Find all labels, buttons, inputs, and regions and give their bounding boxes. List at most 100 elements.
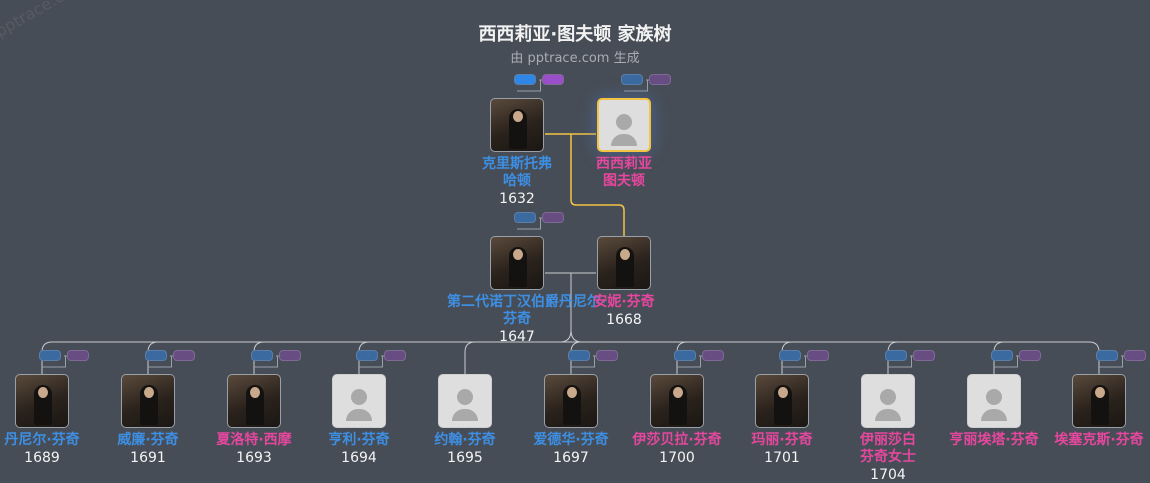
father-toggle-button[interactable] — [39, 350, 61, 361]
parent-toggle-connector — [254, 355, 279, 368]
person-name[interactable]: 第二代诺丁汉伯爵丹尼尔· — [447, 294, 607, 310]
person-card[interactable] — [490, 236, 544, 290]
father-toggle-button[interactable] — [145, 350, 167, 361]
mother-toggle-button[interactable] — [649, 74, 671, 85]
father-toggle-button[interactable] — [514, 212, 536, 223]
person-card[interactable] — [861, 374, 915, 428]
birth-year: 1691 — [130, 450, 166, 466]
person-card[interactable] — [332, 374, 386, 428]
portrait-face — [250, 387, 260, 398]
page-title: 西西莉亚·图夫顿 家族树 — [478, 24, 672, 45]
person-name[interactable]: 亨利·芬奇 — [328, 432, 390, 448]
avatar-placeholder-icon — [351, 389, 367, 405]
father-toggle-button[interactable] — [779, 350, 801, 361]
portrait-face — [513, 111, 523, 122]
portrait-face — [38, 387, 48, 398]
mother-toggle-button[interactable] — [279, 350, 301, 361]
birth-year: 1697 — [553, 450, 589, 466]
person-card[interactable] — [227, 374, 281, 428]
birth-year: 1668 — [606, 312, 642, 328]
selected-path-line — [570, 134, 625, 236]
parent-toggle-connector — [148, 355, 173, 368]
avatar-placeholder-icon — [616, 114, 632, 130]
person-card[interactable] — [967, 374, 1021, 428]
father-toggle-button[interactable] — [568, 350, 590, 361]
person-card[interactable] — [755, 374, 809, 428]
person-name[interactable]: 克里斯托弗 — [482, 156, 552, 172]
parent-toggle-connector — [677, 355, 702, 368]
person-name[interactable]: 埃塞克斯·芬奇 — [1054, 432, 1144, 448]
mother-toggle-button[interactable] — [702, 350, 724, 361]
mother-toggle-button[interactable] — [596, 350, 618, 361]
parent-toggle-connector — [517, 217, 542, 230]
mother-toggle-button[interactable] — [1124, 350, 1146, 361]
avatar-placeholder-body — [875, 409, 901, 421]
birth-year: 1695 — [447, 450, 483, 466]
avatar-placeholder-body — [452, 409, 478, 421]
person-name[interactable]: 伊莎贝拉·芬奇 — [632, 432, 722, 448]
portrait-face — [778, 387, 788, 398]
mother-toggle-button[interactable] — [542, 212, 564, 223]
parent-toggle-connector — [571, 355, 596, 368]
birth-year: 1701 — [764, 450, 800, 466]
mother-toggle-button[interactable] — [1019, 350, 1041, 361]
person-name-line2[interactable]: 图夫顿 — [603, 173, 645, 189]
father-toggle-button[interactable] — [991, 350, 1013, 361]
person-card[interactable] — [544, 374, 598, 428]
person-card[interactable] — [15, 374, 69, 428]
father-toggle-button[interactable] — [251, 350, 273, 361]
parent-toggle-connector — [624, 79, 649, 92]
birth-year: 1647 — [499, 329, 535, 345]
mother-toggle-button[interactable] — [67, 350, 89, 361]
portrait-face — [567, 387, 577, 398]
person-name[interactable]: 威廉·芬奇 — [117, 432, 179, 448]
mother-toggle-button[interactable] — [913, 350, 935, 361]
person-name-line2[interactable]: 哈顿 — [503, 173, 531, 189]
person-name[interactable]: 丹尼尔·芬奇 — [4, 432, 80, 448]
person-name-line2[interactable]: 芬奇 — [503, 311, 531, 327]
person-name-line2[interactable]: 芬奇女士 — [860, 449, 916, 465]
avatar-placeholder-icon — [880, 389, 896, 405]
person-card[interactable] — [650, 374, 704, 428]
parent-toggle-connector — [782, 355, 807, 368]
person-card[interactable] — [597, 98, 651, 152]
father-toggle-button[interactable] — [1096, 350, 1118, 361]
father-toggle-button[interactable] — [514, 74, 536, 85]
portrait-face — [144, 387, 154, 398]
birth-year: 1632 — [499, 191, 535, 207]
portrait-face — [513, 249, 523, 260]
avatar-placeholder-body — [981, 409, 1007, 421]
person-card[interactable] — [121, 374, 175, 428]
birth-year: 1704 — [870, 467, 906, 483]
avatar-placeholder-body — [346, 409, 372, 421]
person-name[interactable]: 夏洛特·西摩 — [216, 432, 292, 448]
person-card[interactable] — [438, 374, 492, 428]
avatar-placeholder-body — [611, 134, 637, 146]
portrait-face — [620, 249, 630, 260]
birth-year: 1693 — [236, 450, 272, 466]
person-name[interactable]: 亨丽埃塔·芬奇 — [949, 432, 1039, 448]
parent-toggle-connector — [359, 355, 384, 368]
person-name[interactable]: 爱德华·芬奇 — [533, 432, 609, 448]
father-toggle-button[interactable] — [356, 350, 378, 361]
mother-toggle-button[interactable] — [807, 350, 829, 361]
person-name[interactable]: 约翰·芬奇 — [434, 432, 496, 448]
birth-year: 1689 — [24, 450, 60, 466]
person-name[interactable]: 伊丽莎白 — [860, 432, 916, 448]
person-name[interactable]: 西西莉亚 — [596, 156, 652, 172]
mother-toggle-button[interactable] — [173, 350, 195, 361]
father-toggle-button[interactable] — [885, 350, 907, 361]
mother-toggle-button[interactable] — [384, 350, 406, 361]
person-card[interactable] — [1072, 374, 1126, 428]
father-toggle-button[interactable] — [621, 74, 643, 85]
parent-toggle-connector — [888, 355, 913, 368]
person-card[interactable] — [597, 236, 651, 290]
father-toggle-button[interactable] — [674, 350, 696, 361]
parent-toggle-connector — [1099, 355, 1124, 368]
birth-year: 1700 — [659, 450, 695, 466]
mother-toggle-button[interactable] — [542, 74, 564, 85]
person-name[interactable]: 玛丽·芬奇 — [751, 432, 813, 448]
person-card[interactable] — [490, 98, 544, 152]
person-name[interactable]: 安妮·芬奇 — [593, 294, 655, 310]
